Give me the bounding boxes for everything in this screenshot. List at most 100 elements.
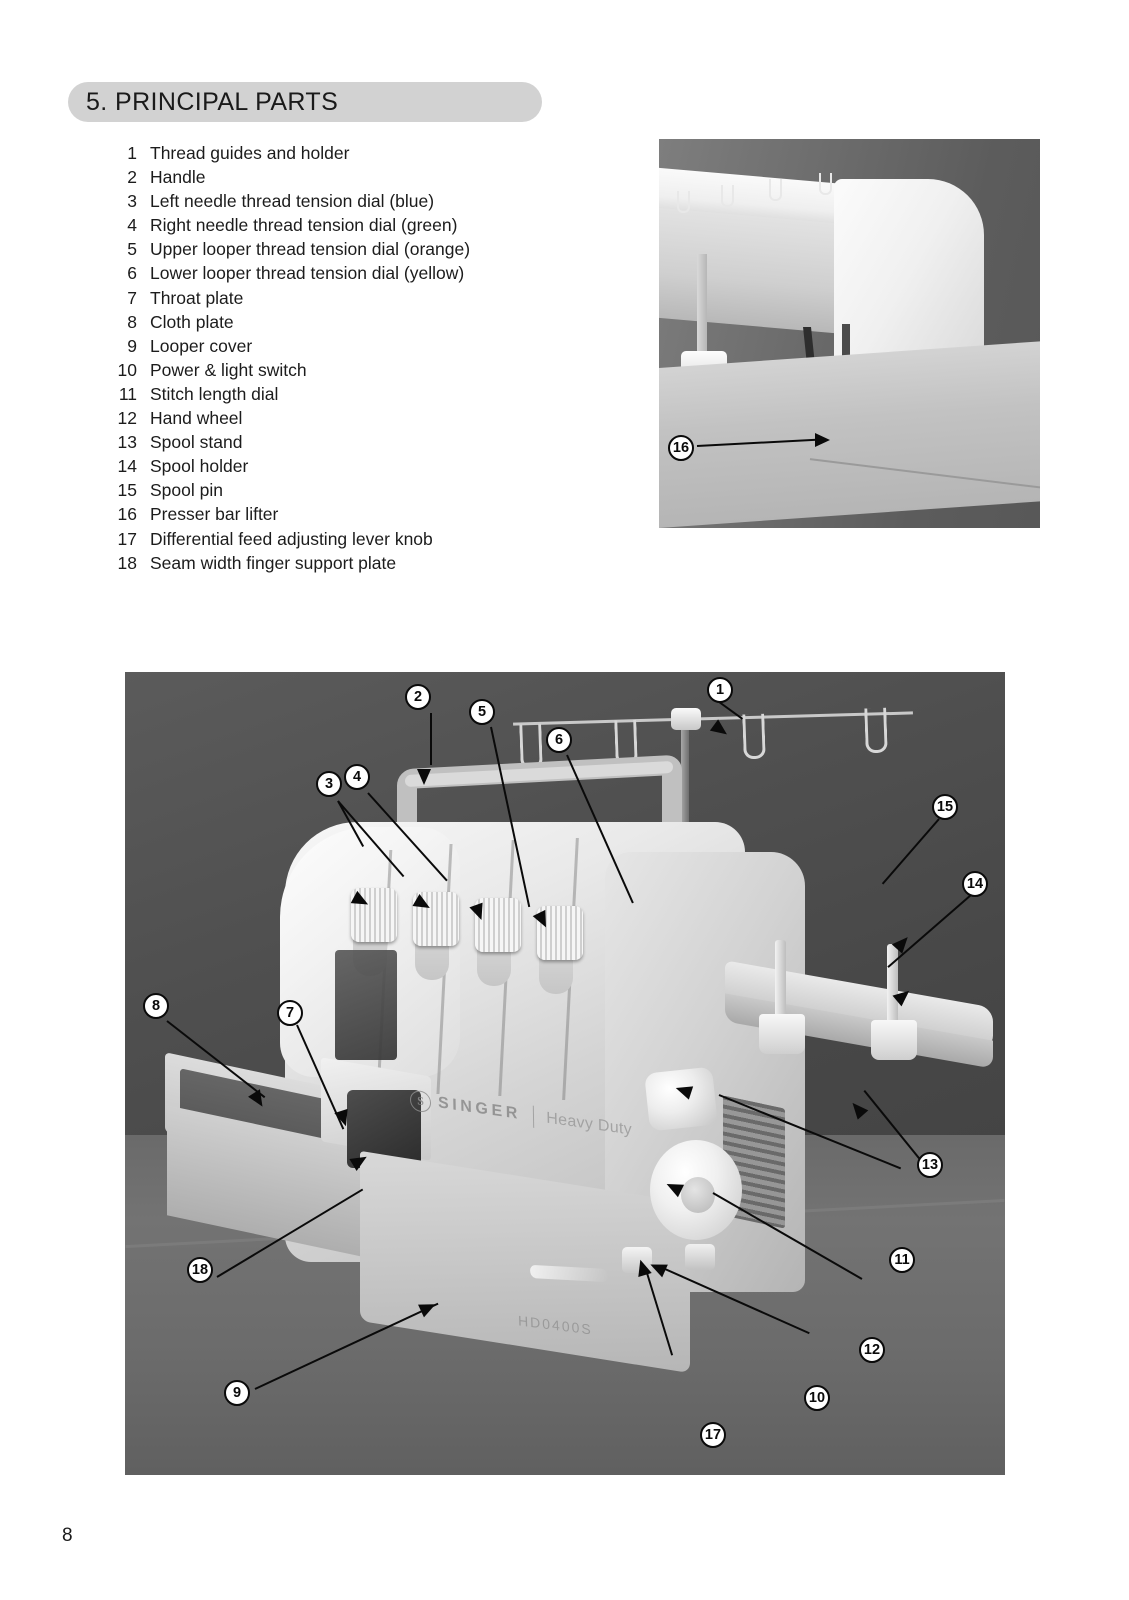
callout-9-number: 9 [232,1384,242,1401]
callout-16-number: 16 [672,439,690,456]
callout-15-number: 15 [936,798,954,815]
part-number: 3 [127,191,137,212]
callout-17: 17 [700,1422,726,1448]
singer-s-badge-icon: S [409,1088,432,1113]
part-label: Differential feed adjusting lever knob [150,528,433,549]
part-list-item: 5 Upper looper thread tension dial (orang… [107,239,567,263]
callout-10: 10 [804,1385,830,1411]
hand-wheel-hub [681,1177,715,1213]
callout-11: 11 [889,1247,915,1273]
callout-8-number: 8 [151,997,161,1014]
part-label: Seam width finger support plate [150,552,397,573]
part-label: Cloth plate [150,311,234,332]
callout-17-number: 17 [704,1426,722,1443]
upper-looper-tension-dial [475,898,521,952]
part-label: Power & light switch [150,359,307,380]
callout-5-number: 5 [477,703,487,720]
table-surface [659,341,1040,528]
thread-guide-holder [671,708,701,730]
part-list-item: 18 Seam width finger support plate [107,553,567,577]
part-number: 1 [127,143,137,163]
part-label: Upper looper thread tension dial (orange… [150,239,471,260]
part-number: 5 [127,239,137,260]
callout-16: 16 [668,435,694,461]
spool-holder [871,1020,917,1060]
callout-12: 12 [859,1337,885,1363]
stitch-length-dial [644,1066,718,1132]
lower-looper-tension-dial [537,906,583,960]
thread-guide-hook-icon [769,179,782,201]
part-label: Presser bar lifter [150,504,279,525]
callout-13-number: 13 [921,1156,939,1173]
part-list-item: 6 Lower looper thread tension dial (yello… [107,263,567,287]
spool-pin [887,944,898,1030]
part-label: Left needle thread tension dial (blue) [150,191,435,212]
callout-leader-line [430,713,432,765]
part-label: Handle [150,167,206,188]
callout-13: 13 [917,1152,943,1178]
part-list-item: 1 Thread guides and holder [107,143,567,167]
part-number: 6 [127,263,137,284]
callout-1-number: 1 [715,681,725,698]
part-list-item: 3 Left needle thread tension dial (blue) [107,191,567,215]
part-number: 18 [117,552,137,573]
part-number: 10 [117,359,137,380]
part-number: 11 [118,383,137,404]
callout-15: 15 [932,794,958,820]
part-list-item: 13 Spool stand [107,432,567,456]
callout-14-number: 14 [966,875,984,892]
callout-5: 5 [469,699,495,725]
callout-3: 3 [316,771,342,797]
callout-2-number: 2 [413,688,423,705]
part-number: 14 [117,456,137,477]
part-label: Spool pin [150,480,223,501]
callout-7: 7 [277,1000,303,1026]
callout-arrowhead [815,433,830,447]
part-number: 15 [117,480,137,501]
part-list-item: 14 Spool holder [107,456,567,480]
thread-guide-hook-icon [721,185,734,207]
part-number: 4 [127,215,137,236]
part-number: 12 [117,408,137,429]
part-number: 13 [117,432,137,453]
thread-guide-hook-icon [864,707,888,754]
principal-parts-main-photo: S SINGER Heavy Duty HD0400S [125,672,1005,1475]
page-title: 5. PRINCIPAL PARTS [86,87,339,116]
part-list-item: 16 Presser bar lifter [107,504,567,528]
part-number: 8 [127,311,137,332]
callout-11-number: 11 [894,1251,910,1268]
callout-2: 2 [405,684,431,710]
part-label: Hand wheel [150,408,243,429]
callout-7-number: 7 [285,1004,295,1021]
callout-arrowhead [417,769,431,785]
part-label: Spool stand [150,432,243,453]
spool-holder [759,1014,805,1054]
callout-12-number: 12 [863,1341,881,1358]
callout-18-number: 18 [191,1261,209,1278]
part-list-item: 8 Cloth plate [107,312,567,336]
callout-6-number: 6 [554,731,564,748]
callout-9: 9 [224,1380,250,1406]
part-label: Lower looper thread tension dial (yellow… [150,263,465,284]
thread-guide-hook-icon [742,713,766,760]
part-label: Throat plate [150,287,244,308]
power-light-switch [622,1247,652,1273]
left-needle-tension-dial [351,888,397,942]
part-number: 16 [117,504,137,525]
callout-1: 1 [707,677,733,703]
callout-4-number: 4 [352,768,362,785]
part-label: Thread guides and holder [150,143,350,163]
telescopic-thread-post [681,720,689,880]
spool-pin [775,940,786,1026]
spool-post [697,254,707,404]
callout-3-number: 3 [324,775,334,792]
callout-18: 18 [187,1257,213,1283]
callout-8: 8 [143,993,169,1019]
part-label: Spool holder [150,456,249,477]
